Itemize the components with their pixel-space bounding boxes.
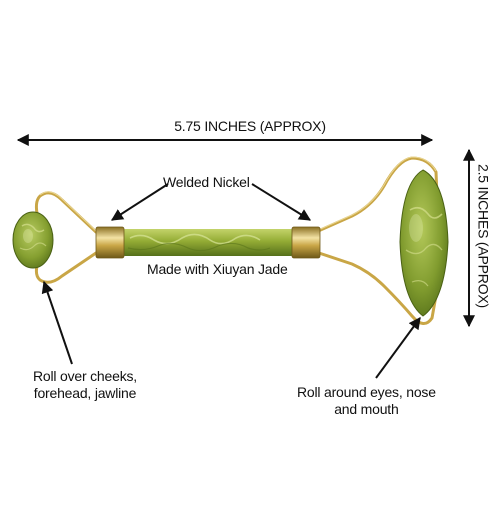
small-roller-callout-line-2: forehead, jawline xyxy=(33,385,137,401)
width-dimension-label: 5.75 INCHES (APPROX) xyxy=(174,118,326,134)
left-nickel-cap xyxy=(95,226,125,259)
small-roller-callout: Roll over cheeks, forehead, jawline xyxy=(33,368,137,402)
callout-arrows xyxy=(41,183,421,379)
right-nickel-cap xyxy=(291,226,321,259)
small-jade-roller xyxy=(12,211,54,269)
xiuyan-jade-callout: Made with Xiuyan Jade xyxy=(147,261,288,277)
metal-frame xyxy=(34,156,439,325)
large-roller-callout-line-1: Roll around eyes, nose xyxy=(297,384,436,400)
height-dimension-label: 2.5 INCHES (APPROX) xyxy=(475,163,492,309)
large-roller-callout: Roll around eyes, nose and mouth xyxy=(297,384,436,418)
jade-handle xyxy=(122,229,294,256)
metal-frame-highlight xyxy=(39,156,437,232)
large-jade-roller xyxy=(399,169,449,317)
welded-nickel-callout: Welded Nickel xyxy=(163,174,250,190)
large-roller-callout-line-2: and mouth xyxy=(334,401,399,417)
small-roller-callout-line-1: Roll over cheeks, xyxy=(33,368,137,384)
